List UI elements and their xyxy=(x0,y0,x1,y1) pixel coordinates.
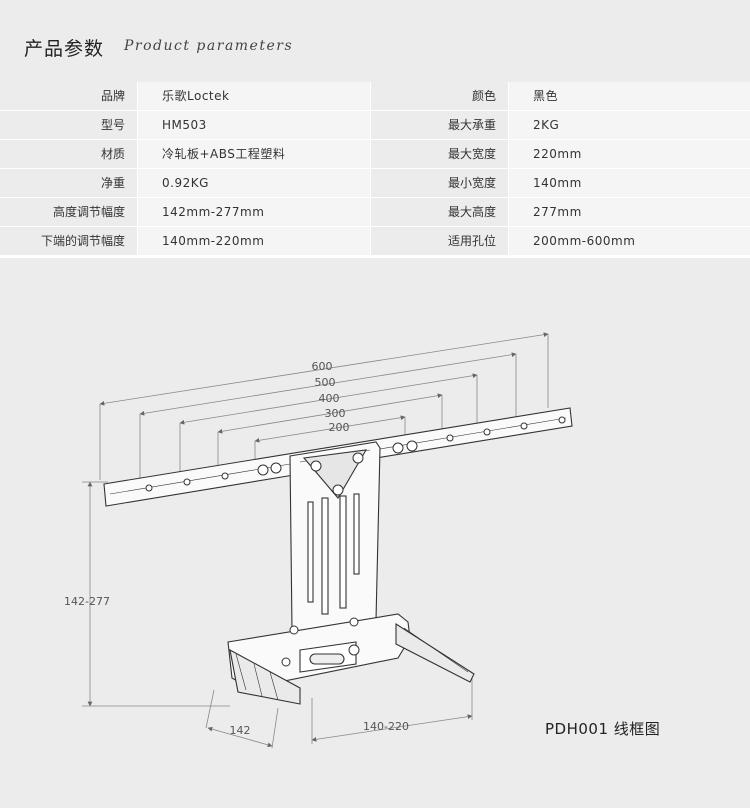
line-drawing: 600 500 400 300 200 142-277 142 140-220 … xyxy=(0,258,750,808)
table-row: 材质 冷轧板+ABS工程塑料 最大宽度 220mm xyxy=(0,140,750,169)
spec-label: 净重 xyxy=(0,169,137,197)
spec-table: 品牌 乐歌Loctek 颜色 黑色 型号 HM503 最大承重 2KG 材质 冷… xyxy=(0,82,750,258)
dim-height: 142-277 xyxy=(64,595,110,608)
spec-label: 最大承重 xyxy=(371,111,508,139)
table-row: 型号 HM503 最大承重 2KG xyxy=(0,111,750,140)
bracket-drawing: 600 500 400 300 200 142-277 142 140-220 xyxy=(64,332,573,749)
rail-holes xyxy=(145,416,566,667)
spec-value: HM503 xyxy=(138,111,370,139)
spec-value: 200mm-600mm xyxy=(509,227,750,255)
page-subtitle: Product parameters xyxy=(124,38,294,54)
spec-value: 冷轧板+ABS工程塑料 xyxy=(138,140,370,168)
dim-base: 140-220 xyxy=(363,720,409,733)
spec-value: 142mm-277mm xyxy=(138,198,370,226)
dim-600: 600 xyxy=(312,360,333,373)
spec-value: 277mm xyxy=(509,198,750,226)
dim-300: 300 xyxy=(325,407,346,420)
page-title: 产品参数 xyxy=(24,38,105,60)
spec-label: 颜色 xyxy=(371,82,508,110)
bracket-outline xyxy=(103,407,573,705)
spec-label: 最大宽度 xyxy=(371,140,508,168)
table-row: 品牌 乐歌Loctek 颜色 黑色 xyxy=(0,82,750,111)
spec-label: 下端的调节幅度 xyxy=(0,227,137,255)
dim-500: 500 xyxy=(315,376,336,389)
spec-label: 品牌 xyxy=(0,82,137,110)
spec-label: 型号 xyxy=(0,111,137,139)
spec-label: 最大高度 xyxy=(371,198,508,226)
spec-value: 2KG xyxy=(509,111,750,139)
table-row: 净重 0.92KG 最小宽度 140mm xyxy=(0,169,750,198)
spec-label: 适用孔位 xyxy=(371,227,508,255)
spec-value: 乐歌Loctek xyxy=(138,82,370,110)
dim-400: 400 xyxy=(319,392,340,405)
table-row: 下端的调节幅度 140mm-220mm 适用孔位 200mm-600mm xyxy=(0,227,750,256)
spec-value: 黑色 xyxy=(509,82,750,110)
spec-value: 140mm-220mm xyxy=(138,227,370,255)
spec-label: 最小宽度 xyxy=(371,169,508,197)
dimension-lines xyxy=(82,332,549,749)
dim-foot: 142 xyxy=(230,724,251,737)
drawing-caption: PDH001 线框图 xyxy=(545,720,661,738)
dim-200: 200 xyxy=(329,421,350,434)
header: 产品参数 Product parameters xyxy=(0,0,750,80)
spec-label: 材质 xyxy=(0,140,137,168)
spec-label: 高度调节幅度 xyxy=(0,198,137,226)
spec-value: 0.92KG xyxy=(138,169,370,197)
spec-value: 220mm xyxy=(509,140,750,168)
table-row: 高度调节幅度 142mm-277mm 最大高度 277mm xyxy=(0,198,750,227)
spec-value: 140mm xyxy=(509,169,750,197)
